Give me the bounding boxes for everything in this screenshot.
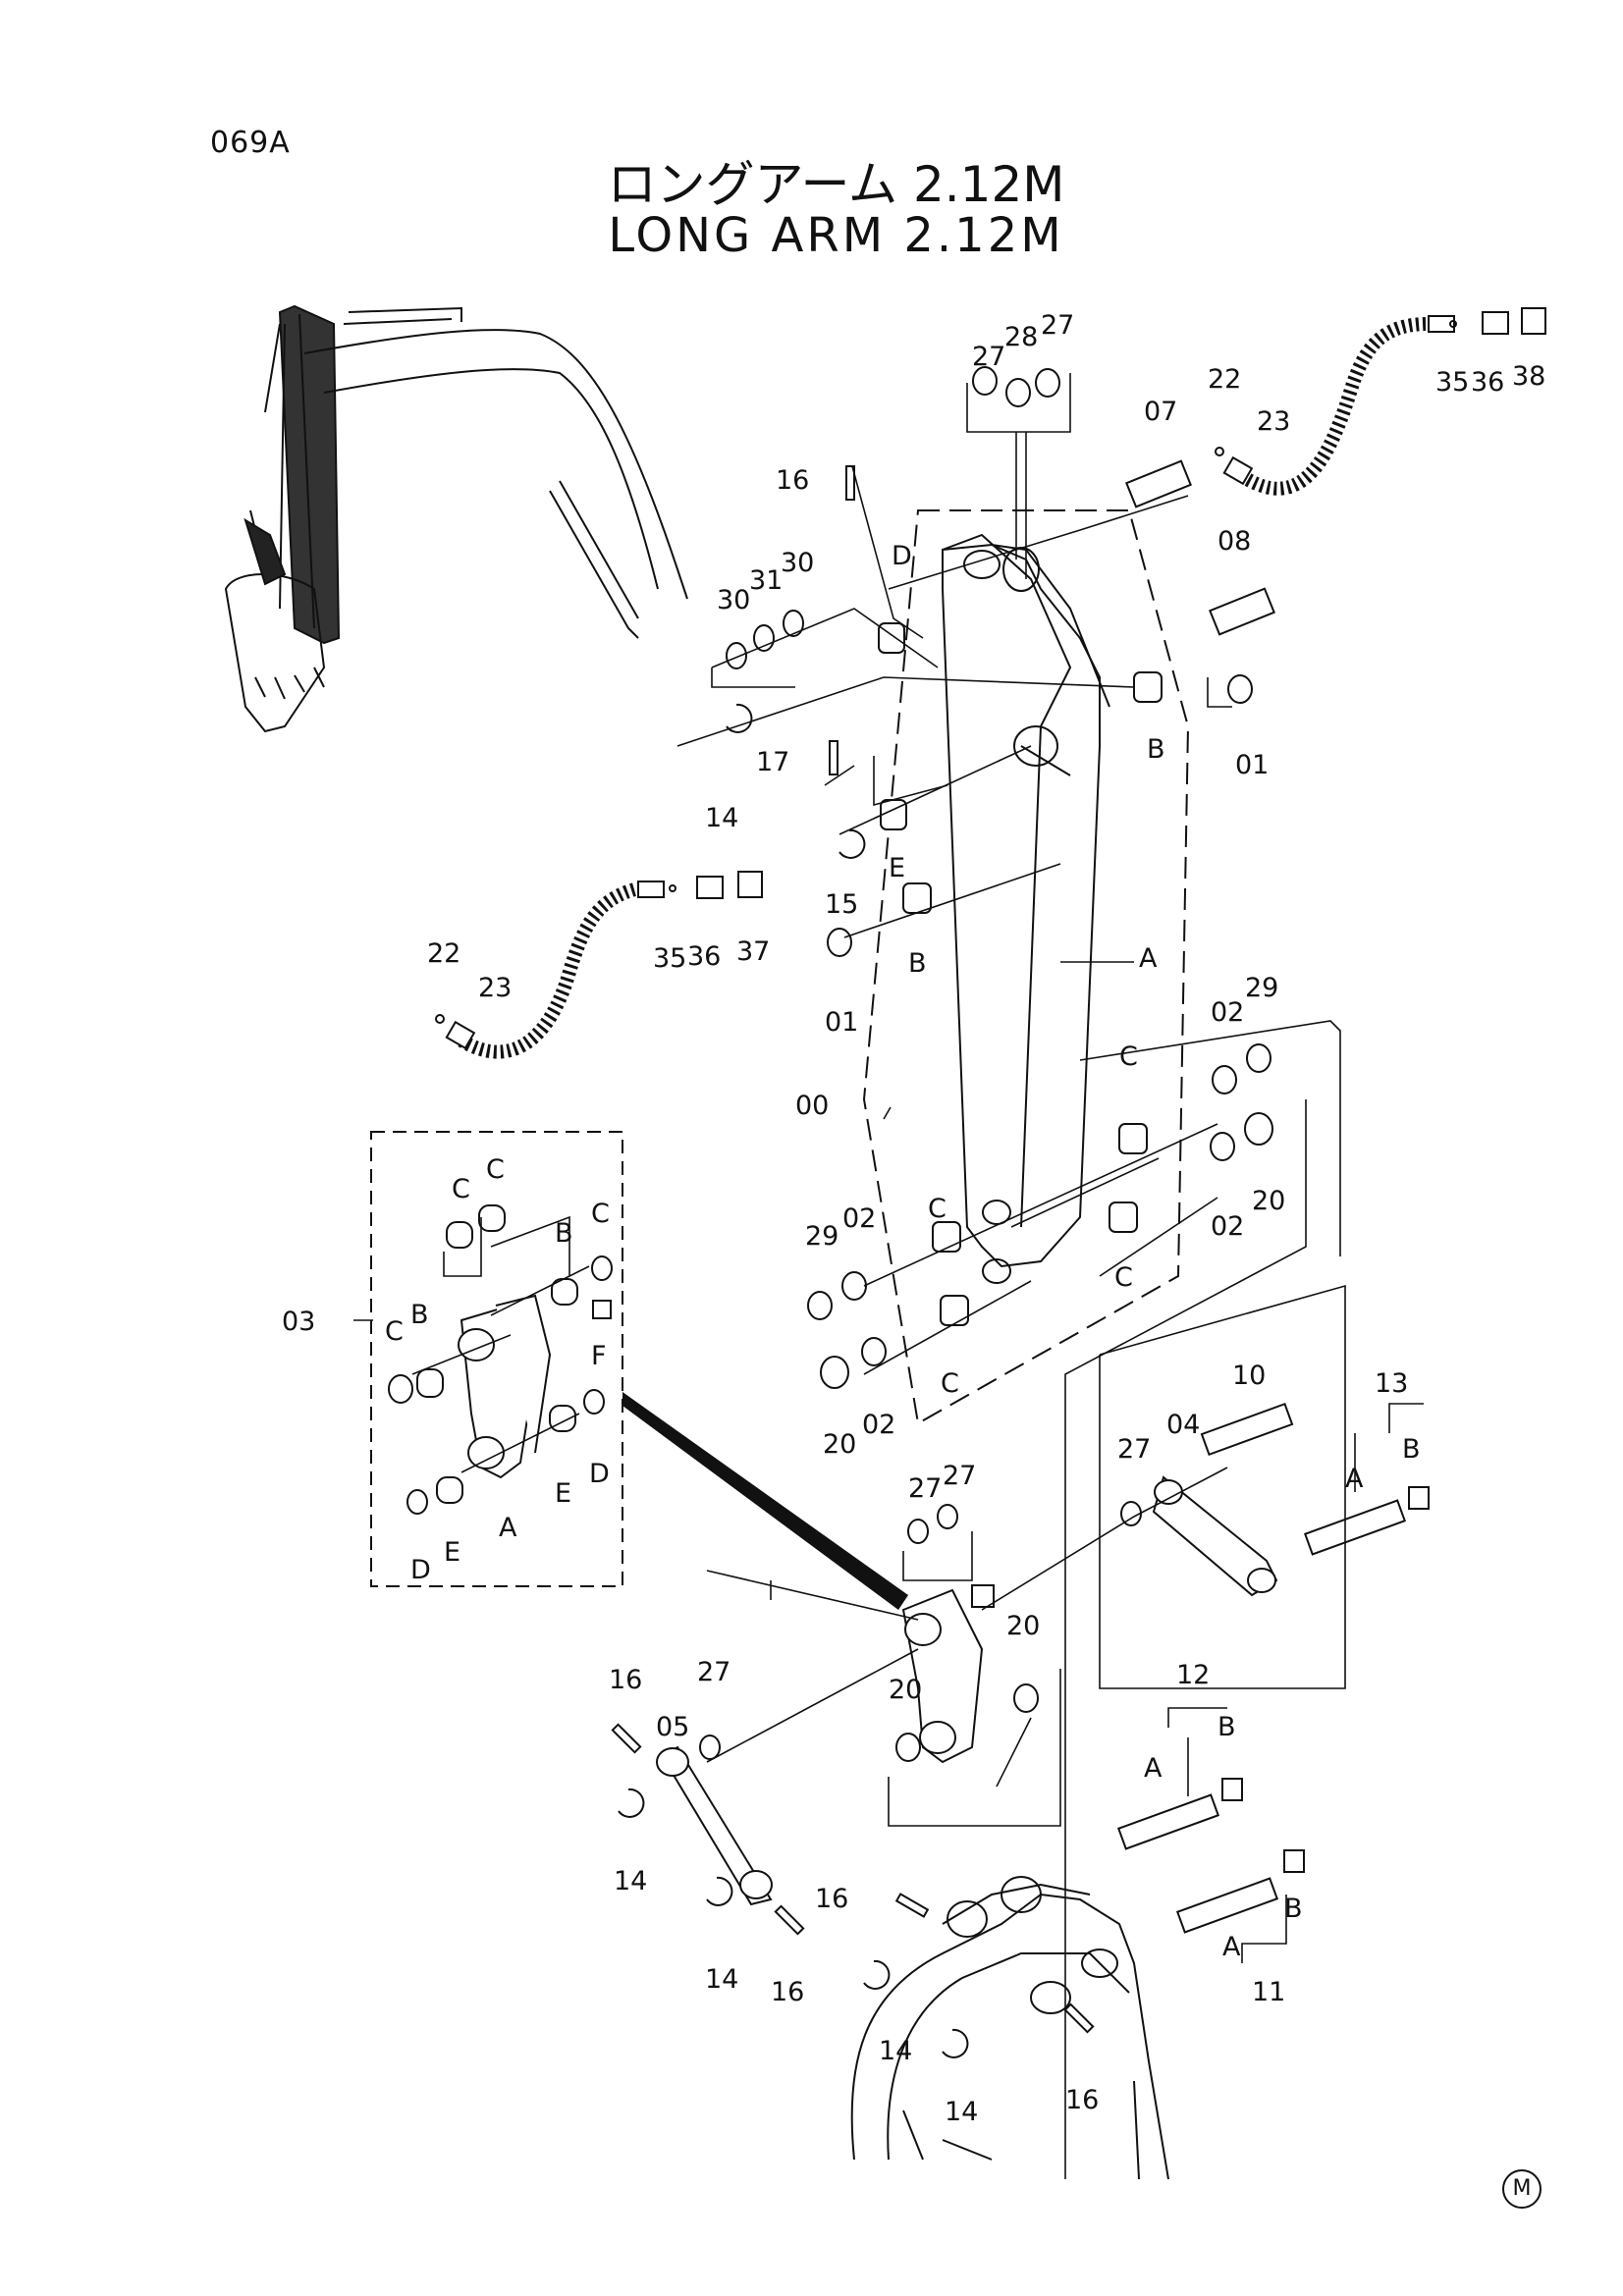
callout-01: 01 [825, 1007, 858, 1038]
callout-29: 29 [805, 1221, 839, 1252]
callout-08: 08 [1217, 526, 1251, 557]
callout-36: 36 [1471, 367, 1504, 398]
title-english: LONG ARM 2.12M [608, 208, 1064, 263]
callout-15: 15 [825, 889, 858, 920]
callout-C: C [452, 1174, 470, 1204]
hose-left [435, 871, 763, 1059]
callout-20: 20 [823, 1429, 856, 1460]
callout-B: B [555, 1218, 573, 1249]
callout-22: 22 [427, 938, 460, 969]
pins-and-bushings [726, 366, 1275, 1389]
excavator-overview-sketch [224, 304, 688, 733]
arm-body [942, 533, 1110, 1284]
callout-38: 38 [1512, 361, 1545, 392]
title-japanese: ロングアーム 2.12M [607, 156, 1065, 213]
callout-01: 01 [1235, 750, 1269, 780]
callout-F: F [591, 1341, 607, 1371]
callout-31: 31 [749, 565, 783, 596]
callout-29: 29 [1245, 973, 1278, 1003]
detail-box-03 [370, 1131, 623, 1587]
callout-B: B [1284, 1894, 1303, 1924]
callout-D: D [892, 541, 912, 571]
callout-00: 00 [795, 1091, 829, 1121]
callout-27: 27 [697, 1657, 730, 1687]
callout-C: C [941, 1368, 959, 1399]
callout-27: 27 [1041, 310, 1074, 341]
callout-16: 16 [609, 1665, 642, 1695]
callout-27: 27 [908, 1473, 942, 1504]
callout-B: B [908, 948, 927, 979]
callout-B: B [1402, 1434, 1421, 1465]
callout-03: 03 [282, 1307, 315, 1337]
callout-02: 02 [1211, 1211, 1244, 1242]
callout-16: 16 [1065, 2085, 1099, 2115]
callout-14: 14 [614, 1866, 647, 1896]
callout-A: A [1139, 943, 1158, 974]
callout-28: 28 [1004, 322, 1038, 352]
link-detail [388, 1204, 613, 1515]
callout-02: 02 [1211, 997, 1244, 1028]
detail-connector [622, 1392, 908, 1610]
callout-E: E [889, 853, 905, 883]
callout-C: C [486, 1154, 505, 1185]
callout-14: 14 [945, 2097, 978, 2127]
callout-C: C [385, 1316, 404, 1347]
arm-assembly-outline [862, 509, 1190, 1425]
callout-B: B [1217, 1712, 1236, 1742]
page-code: 069A [210, 126, 291, 160]
callout-A: A [499, 1513, 517, 1543]
callout-04: 04 [1166, 1410, 1200, 1440]
callout-12: 12 [1176, 1660, 1210, 1690]
callout-07: 07 [1144, 397, 1177, 427]
callout-27: 27 [972, 342, 1005, 372]
callout-B: B [410, 1300, 429, 1330]
callout-27: 27 [1117, 1434, 1151, 1465]
callout-05: 05 [656, 1712, 689, 1742]
callout-30: 30 [781, 548, 814, 578]
callout-C: C [1119, 1041, 1138, 1072]
callout-C: C [928, 1194, 947, 1224]
callout-20: 20 [1252, 1186, 1285, 1216]
callout-14: 14 [705, 803, 738, 833]
callout-13: 13 [1375, 1368, 1408, 1399]
callout-23: 23 [478, 973, 512, 1003]
callout-D: D [589, 1459, 610, 1489]
hose-upper-right [1215, 307, 1546, 496]
callout-37: 37 [736, 936, 770, 967]
callout-11: 11 [1252, 1977, 1285, 2007]
callout-16: 16 [771, 1977, 804, 2007]
callout-16: 16 [776, 465, 809, 496]
callout-36: 36 [687, 941, 721, 972]
callout-20: 20 [1006, 1611, 1040, 1641]
callout-labels: 27 28 27 07 22 23 35 36 38 16 D 30 31 30… [282, 310, 1545, 2127]
footer-mark: M [1502, 2169, 1542, 2209]
callout-23: 23 [1257, 406, 1290, 437]
bucket-outline [850, 1876, 1169, 2180]
callout-14: 14 [879, 2036, 912, 2066]
callout-35: 35 [653, 943, 686, 974]
callout-C: C [591, 1199, 610, 1229]
callout-30: 30 [717, 585, 750, 615]
callout-16: 16 [815, 1884, 848, 1914]
callout-02: 02 [842, 1203, 876, 1234]
callout-E: E [444, 1537, 460, 1568]
lower-linkage [611, 1402, 1430, 2058]
callout-14: 14 [705, 1964, 738, 1995]
callout-A: A [1144, 1753, 1163, 1784]
callout-20: 20 [889, 1675, 922, 1705]
callout-10: 10 [1232, 1361, 1266, 1391]
leader-lines [353, 373, 1424, 2179]
callout-A: A [1345, 1464, 1364, 1494]
callout-C: C [1114, 1262, 1133, 1293]
callout-B: B [1147, 734, 1165, 765]
callout-02: 02 [862, 1410, 895, 1440]
callout-17: 17 [756, 747, 789, 777]
callout-27: 27 [943, 1461, 976, 1491]
callout-D: D [410, 1555, 431, 1585]
callout-A: A [1222, 1932, 1241, 1962]
callout-22: 22 [1208, 364, 1241, 395]
callout-35: 35 [1435, 367, 1469, 398]
callout-E: E [555, 1478, 571, 1509]
